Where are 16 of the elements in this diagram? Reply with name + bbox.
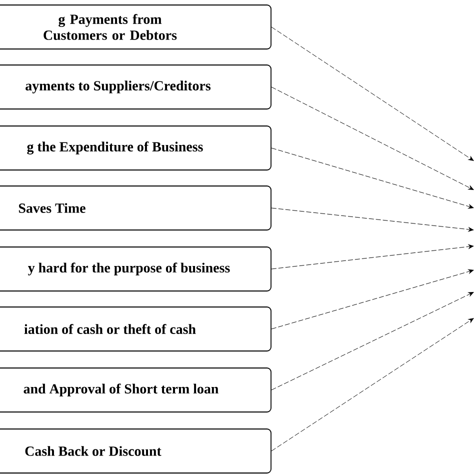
arrow: [271, 208, 474, 232]
text-box: iation of cash or theft of cash: [0, 306, 272, 352]
text-box: ayments to Suppliers/Creditors: [0, 64, 272, 110]
text-box: y hard for the purpose of business: [0, 246, 272, 292]
arrow: [271, 244, 474, 270]
text-box: Saves Time: [0, 186, 272, 230]
arrow: [271, 148, 474, 209]
text-box: and Approval of Short term loan: [0, 368, 272, 412]
arrow: [271, 26, 474, 161]
arrow: [271, 292, 474, 390]
text-box: g the Expenditure of Business: [0, 126, 272, 170]
arrow: [271, 86, 474, 190]
arrow: [271, 318, 474, 452]
text-box: Cash Back or Discount: [0, 428, 272, 474]
arrow: [271, 269, 474, 330]
text-box: g Payments from Customers or Debtors: [0, 4, 272, 50]
